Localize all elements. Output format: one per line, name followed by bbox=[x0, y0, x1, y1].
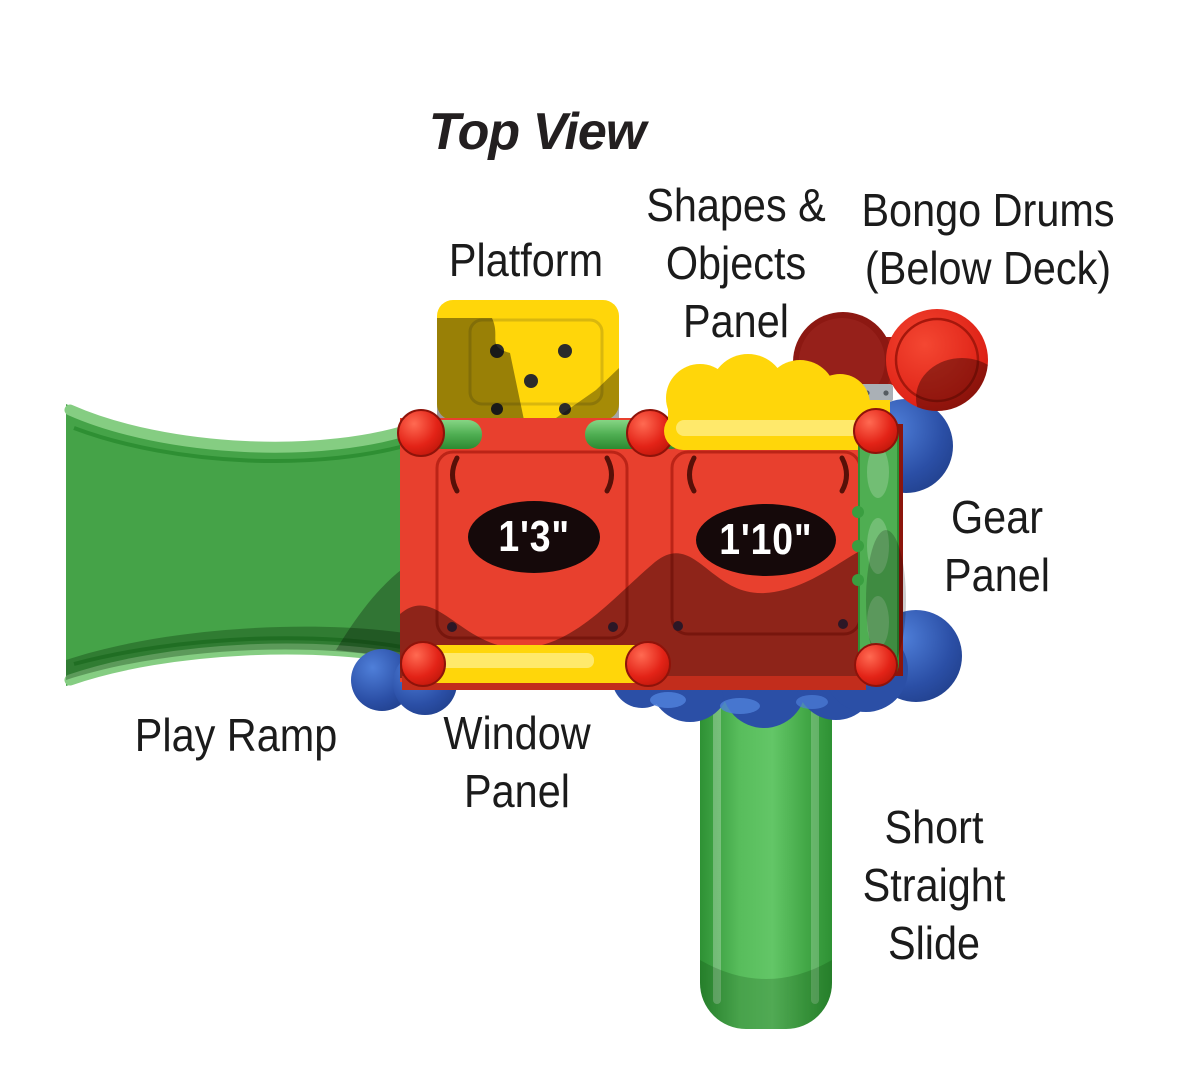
red-cap bbox=[853, 408, 899, 454]
shapes-objects-panel bbox=[664, 354, 892, 450]
red-cap bbox=[397, 409, 445, 457]
cloud-highlight bbox=[796, 695, 828, 709]
platform-hole bbox=[490, 344, 504, 358]
corner-hook bbox=[604, 455, 614, 494]
dimension-value-left: 1'3" bbox=[498, 512, 570, 561]
scallop-bar-stripe bbox=[676, 420, 862, 436]
window-panel-bar bbox=[400, 641, 671, 687]
label-bongo-drums: Bongo Drums (Below Deck) bbox=[861, 182, 1114, 298]
bracket-rivet bbox=[883, 390, 889, 396]
platform-hole bbox=[558, 344, 572, 358]
label-line: Bongo Drums bbox=[861, 184, 1115, 237]
tube-nub bbox=[852, 574, 864, 586]
tube-highlight bbox=[867, 596, 889, 648]
label-line: Straight bbox=[862, 859, 1006, 912]
corner-hook bbox=[839, 455, 849, 494]
tube-highlight bbox=[867, 446, 889, 498]
label-line: Short bbox=[884, 801, 984, 854]
label-line: Panel bbox=[464, 765, 570, 817]
label-line: Slide bbox=[887, 916, 981, 969]
ramp-shadow bbox=[66, 626, 424, 680]
ramp-groove-bottom bbox=[73, 636, 419, 666]
platform-shadow-right bbox=[556, 368, 619, 418]
tube-nub bbox=[852, 506, 864, 518]
diagram-title: Top View bbox=[428, 103, 646, 161]
short-straight-slide bbox=[700, 690, 832, 1029]
label-line: Shapes & bbox=[646, 179, 826, 232]
deck-inner-outline-left bbox=[435, 450, 629, 640]
corner-hook bbox=[687, 455, 697, 494]
slide-end-shade bbox=[700, 960, 832, 1029]
ramp-rail-top bbox=[64, 404, 426, 453]
red-cap bbox=[854, 643, 898, 687]
dimension-value-right: 1'10" bbox=[719, 515, 813, 564]
deck-shadow bbox=[400, 538, 888, 678]
gear-panel-tube bbox=[852, 408, 906, 687]
label-platform: Platform bbox=[449, 232, 603, 290]
label-line: Panel bbox=[683, 294, 789, 347]
label-shapes-objects-panel: Shapes & Objects Panel bbox=[646, 177, 826, 351]
label-window-panel: Window Panel bbox=[443, 705, 590, 821]
corner-hook bbox=[450, 455, 460, 494]
platform-hole bbox=[559, 403, 571, 415]
label-line: Window bbox=[443, 707, 591, 760]
dimension-oval-left: 1'3" bbox=[468, 501, 600, 573]
bongo-drum-right bbox=[886, 309, 988, 411]
ramp-groove-top bbox=[73, 426, 419, 464]
drum-rim bbox=[894, 317, 980, 403]
label-line: Play Ramp bbox=[134, 709, 338, 762]
label-line: Gear bbox=[950, 491, 1044, 544]
platform-panel bbox=[437, 300, 619, 420]
tube-highlight bbox=[867, 518, 889, 574]
play-ramp bbox=[64, 404, 426, 686]
label-gear-panel: Gear Panel bbox=[944, 489, 1050, 605]
label-line: Platform bbox=[448, 234, 604, 287]
tube-shadow bbox=[866, 530, 906, 670]
platform-top bbox=[437, 300, 619, 420]
red-cap bbox=[625, 641, 671, 687]
label-line: (Below Deck) bbox=[864, 242, 1112, 294]
ramp-surface bbox=[66, 404, 424, 686]
label-short-straight-slide: Short Straight Slide bbox=[863, 799, 1006, 973]
window-bar-stripe bbox=[414, 653, 594, 668]
platform-inner-outline bbox=[468, 318, 604, 406]
dimension-oval-right: 1'10" bbox=[696, 504, 836, 576]
tube-nub bbox=[852, 540, 864, 552]
platform-hole bbox=[491, 403, 503, 415]
label-line: Objects bbox=[665, 237, 807, 290]
slide-body bbox=[700, 690, 832, 1029]
cloud-highlight bbox=[720, 698, 760, 714]
platform-shadow bbox=[437, 318, 524, 420]
cloud-highlight bbox=[650, 692, 686, 708]
label-play-ramp: Play Ramp bbox=[135, 707, 337, 765]
red-cap bbox=[400, 641, 446, 687]
platform-hole bbox=[524, 374, 538, 388]
label-line: Panel bbox=[944, 549, 1050, 601]
